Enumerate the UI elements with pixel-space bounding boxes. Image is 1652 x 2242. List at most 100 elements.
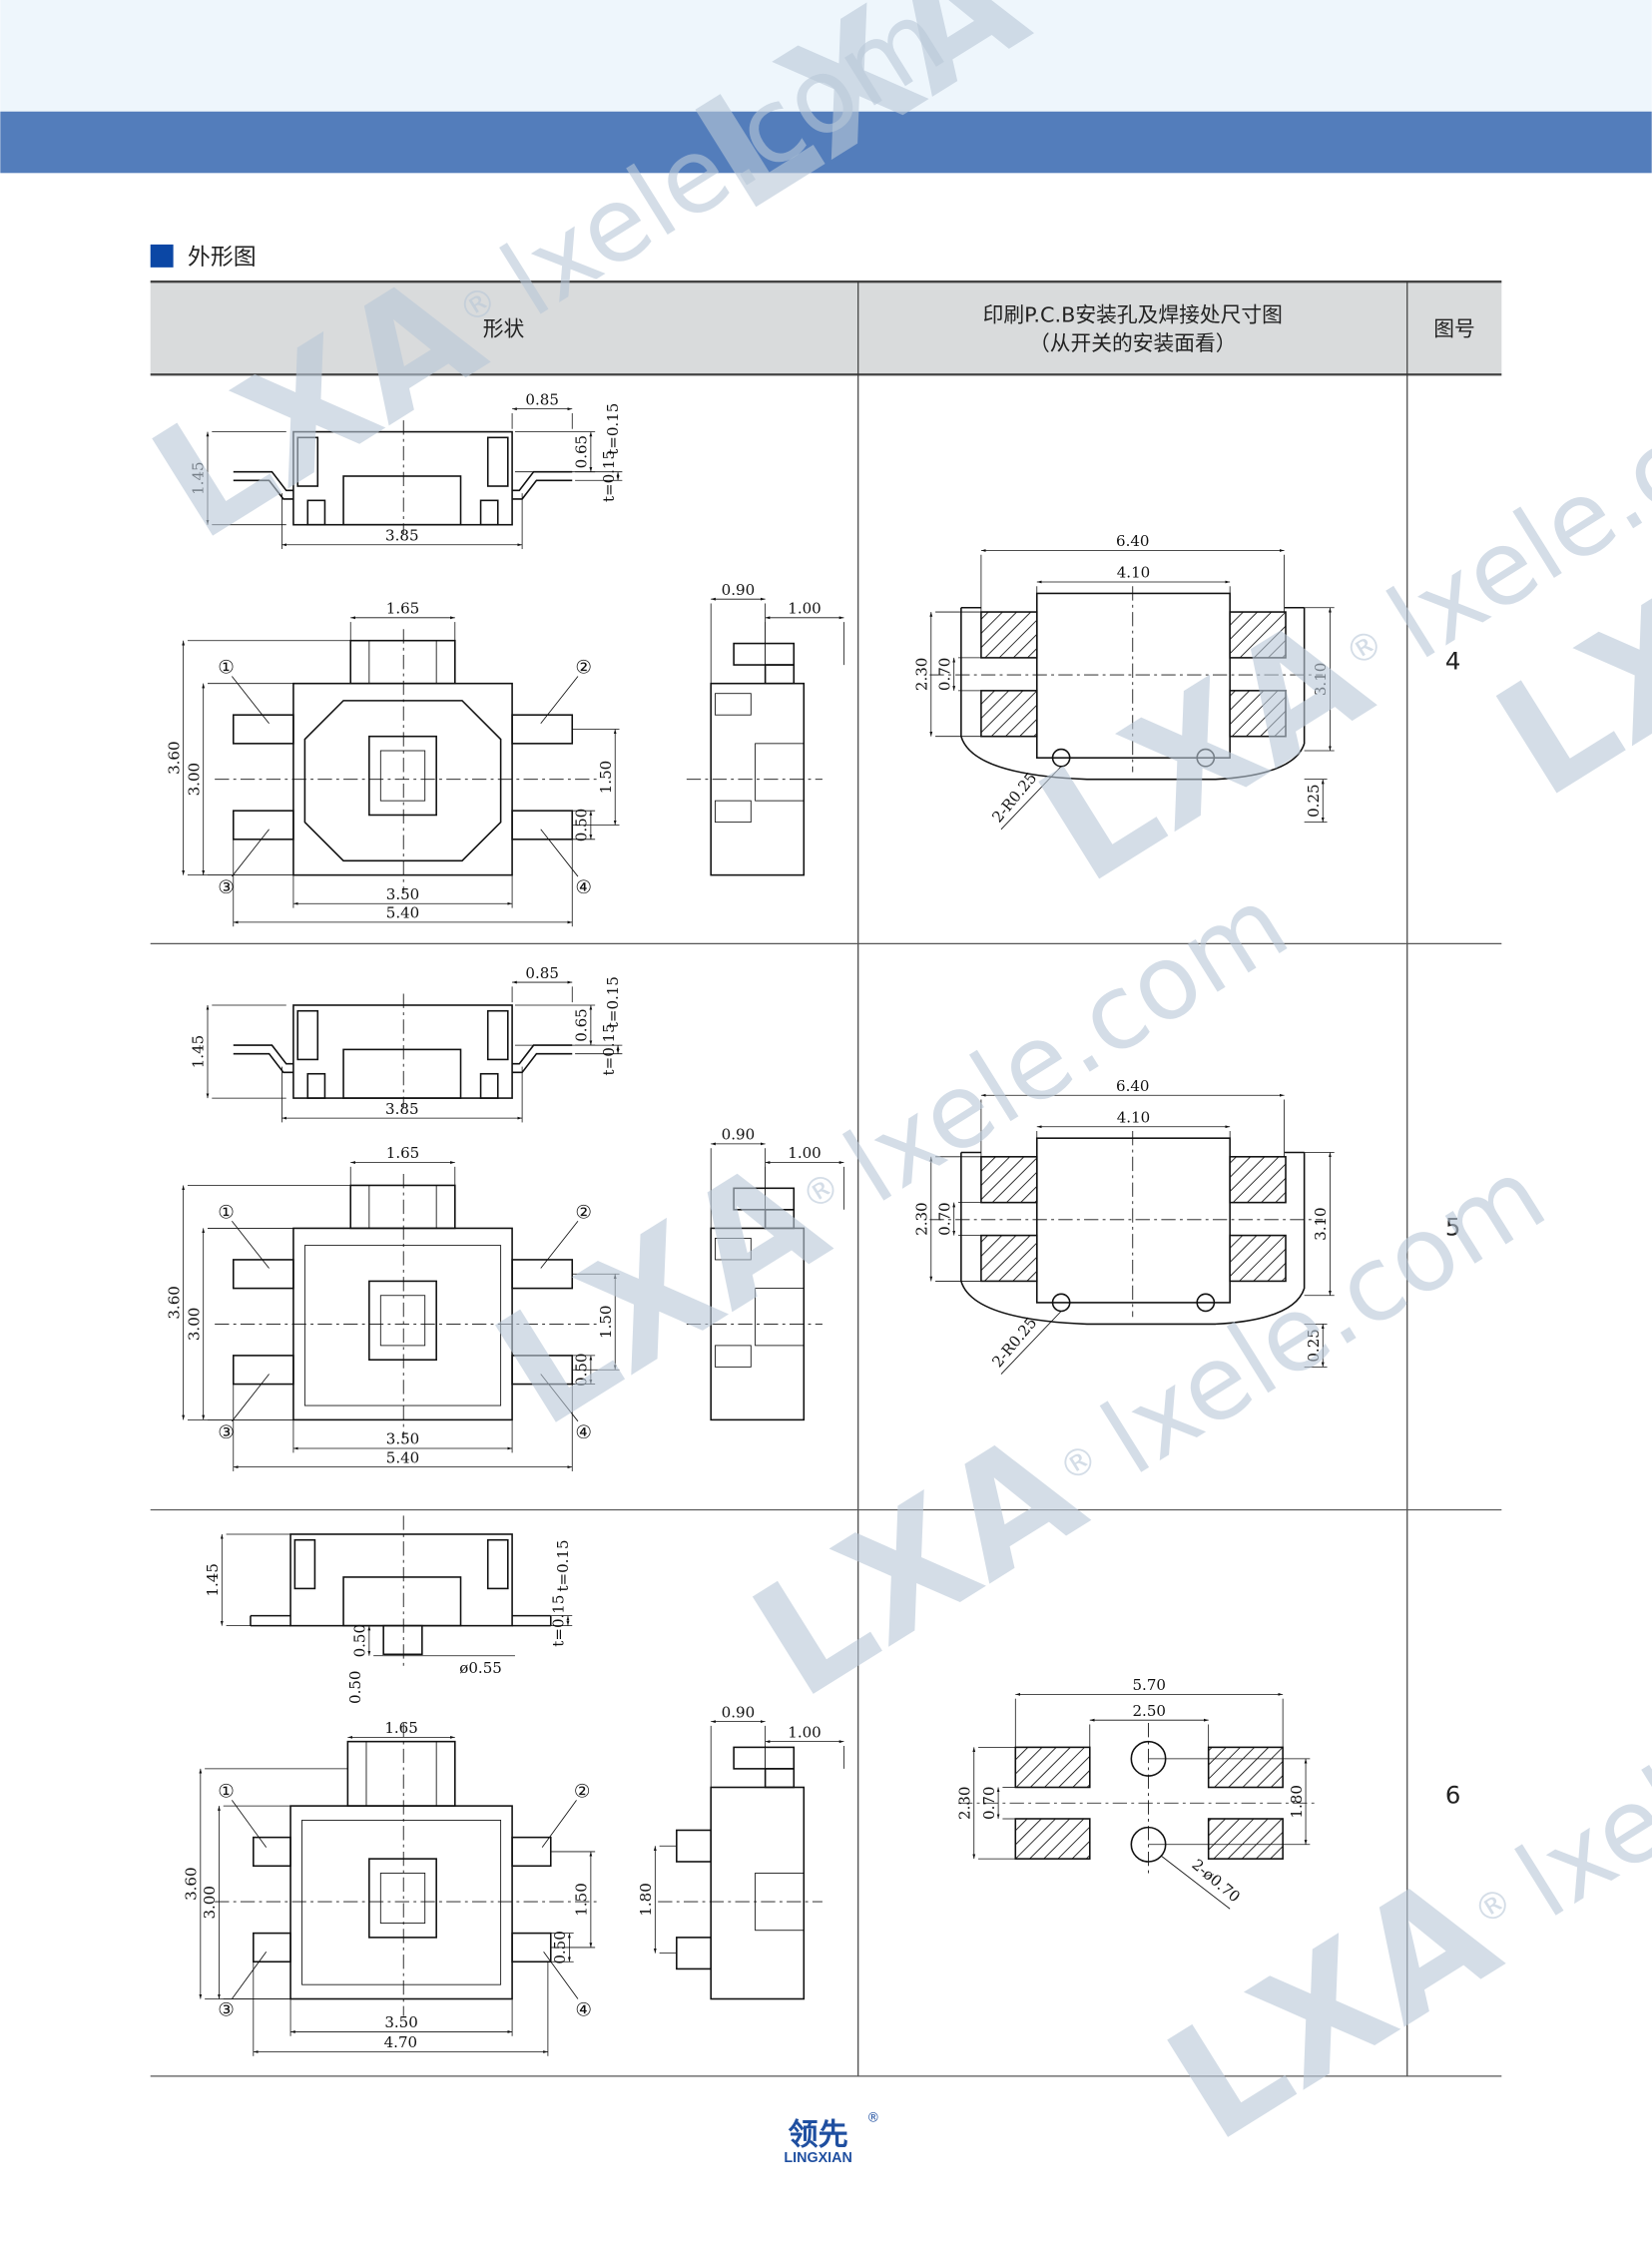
outline-rect (301, 1820, 502, 1985)
outline-line (540, 1221, 579, 1269)
outline-rect (349, 639, 456, 685)
outline-path (303, 700, 502, 862)
dim-side-thickness-label: t=0.15 (604, 976, 622, 1028)
figure-number: 5 (1445, 1213, 1461, 1242)
dim-actuator-width: 1.65 (384, 1719, 417, 1737)
dim-profile-a: 0.90 (722, 1126, 755, 1144)
watermark-brand: LXA (1139, 1840, 1527, 2176)
dim-body-width: 3.50 (386, 1430, 419, 1448)
outline-rect (479, 1072, 499, 1099)
outline-rect (342, 475, 462, 526)
outline-rect (303, 1245, 502, 1406)
pin-number-3: ③ (218, 1422, 235, 1443)
watermark-brand: LXA (725, 1397, 1113, 1733)
watermark-brand: LXA (1010, 582, 1398, 918)
outline-rect (715, 1238, 752, 1261)
outline-line (540, 829, 579, 877)
outline-rect (349, 1184, 456, 1230)
dim-side-height: 1.45 (190, 461, 208, 494)
logo-registered: ® (866, 2111, 879, 2126)
outline-rect (715, 693, 752, 716)
dim-inner-height: 3.00 (185, 1308, 203, 1341)
lead (253, 1836, 291, 1868)
watermark: LXA®lxele.com (725, 1135, 1565, 1734)
figure-number: 6 (1445, 1780, 1461, 1809)
outline-rect (292, 1004, 513, 1099)
pin-stub (676, 1937, 712, 1970)
outline-rect (486, 1009, 509, 1061)
solder-pad (1229, 690, 1287, 738)
watermark: LXA®lxele.com (1010, 319, 1652, 918)
outline-rect (289, 1533, 513, 1627)
footer-logo: 领先 ® LINGXIAN (784, 2111, 879, 2166)
corner-relief (1051, 1293, 1071, 1313)
outline-line (1000, 1311, 1062, 1375)
lead (253, 1932, 291, 1963)
dim-profile-b: 1.00 (788, 599, 821, 617)
dim-pcb-offset: 0.25 (1305, 784, 1323, 817)
dim-side-h1: 0.65 (573, 1008, 591, 1041)
outline-line (232, 1221, 270, 1269)
dim-inner-height: 3.00 (185, 763, 203, 796)
outline-line (231, 1951, 268, 1999)
outline-rect (755, 743, 805, 802)
header-band (0, 111, 1652, 174)
outline-rect (1035, 1137, 1231, 1304)
outline-rect (1035, 592, 1231, 759)
column-header-pcb: 印刷P.C.B安装孔及焊接处尺寸图 (983, 302, 1283, 326)
corner-relief (1196, 748, 1216, 768)
pin-number-3: ③ (218, 877, 235, 898)
mounting-pin (382, 1624, 423, 1656)
outline-rect (479, 499, 499, 526)
dim-side-thickness: t=0.15 (600, 1023, 618, 1075)
dim-side-width: 3.85 (385, 526, 418, 544)
lead (232, 1355, 294, 1386)
watermark-site: lxele.com (1083, 1135, 1565, 1498)
dim-side-thickness: t=0.15 (600, 450, 618, 502)
dim-pad-span: 2.30 (912, 658, 930, 691)
dim-hole-pitch: 1.80 (1288, 1785, 1306, 1818)
dim-pcb-outer: 5.70 (1132, 1676, 1165, 1694)
outline-rect (486, 1538, 509, 1590)
solder-pad (1229, 611, 1287, 659)
dim-side-h1: 0.65 (573, 435, 591, 468)
outline-line (541, 1800, 577, 1848)
dim-pcb-offset: 0.25 (1305, 1329, 1323, 1362)
outline-line (540, 1374, 579, 1422)
solder-pad (1207, 1818, 1284, 1860)
dim-pcb-inner: 4.10 (1117, 1108, 1150, 1126)
outline-rect (306, 1072, 326, 1099)
dim-corner-radius: 2-R0.25 (988, 1314, 1040, 1371)
dim-outer-height: 3.60 (183, 1867, 201, 1900)
solder-pad (1014, 1746, 1091, 1789)
corner-relief (1196, 1293, 1216, 1313)
dim-profile-a: 0.90 (722, 581, 755, 599)
outline-rect (368, 1280, 437, 1361)
outline-rect (296, 1009, 319, 1061)
dim-pcb-outer: 6.40 (1116, 1077, 1149, 1095)
outline-rect (733, 642, 796, 666)
dim-inner-height: 3.00 (201, 1886, 219, 1919)
pin-number-1: ① (218, 1202, 235, 1223)
dim-pin-pitch: 1.50 (597, 761, 615, 794)
dim-side-top: 0.85 (525, 964, 558, 982)
outline-rect (715, 800, 752, 824)
logo-chinese: 领先 (789, 2118, 848, 2153)
outline-path (512, 1044, 573, 1074)
dim-total-width: 5.40 (386, 904, 419, 922)
dim-side-top: 0.85 (525, 390, 558, 408)
dim-pad-gap: 0.70 (935, 1202, 953, 1235)
outline-rect (379, 1873, 426, 1925)
dim-side-width: 3.85 (385, 1100, 418, 1118)
pin-number-3: ③ (218, 2000, 235, 2021)
outline-rect (379, 1295, 426, 1347)
dim-pcb-inner: 2.50 (1132, 1702, 1165, 1720)
outline-line (1161, 1855, 1231, 1910)
dim-profile-b: 1.00 (788, 1723, 821, 1741)
solder-pad (1229, 1156, 1287, 1204)
dim-pin-diameter: ø0.55 (459, 1659, 502, 1677)
dim-body-width: 3.50 (386, 885, 419, 903)
outline-rect (368, 735, 437, 817)
